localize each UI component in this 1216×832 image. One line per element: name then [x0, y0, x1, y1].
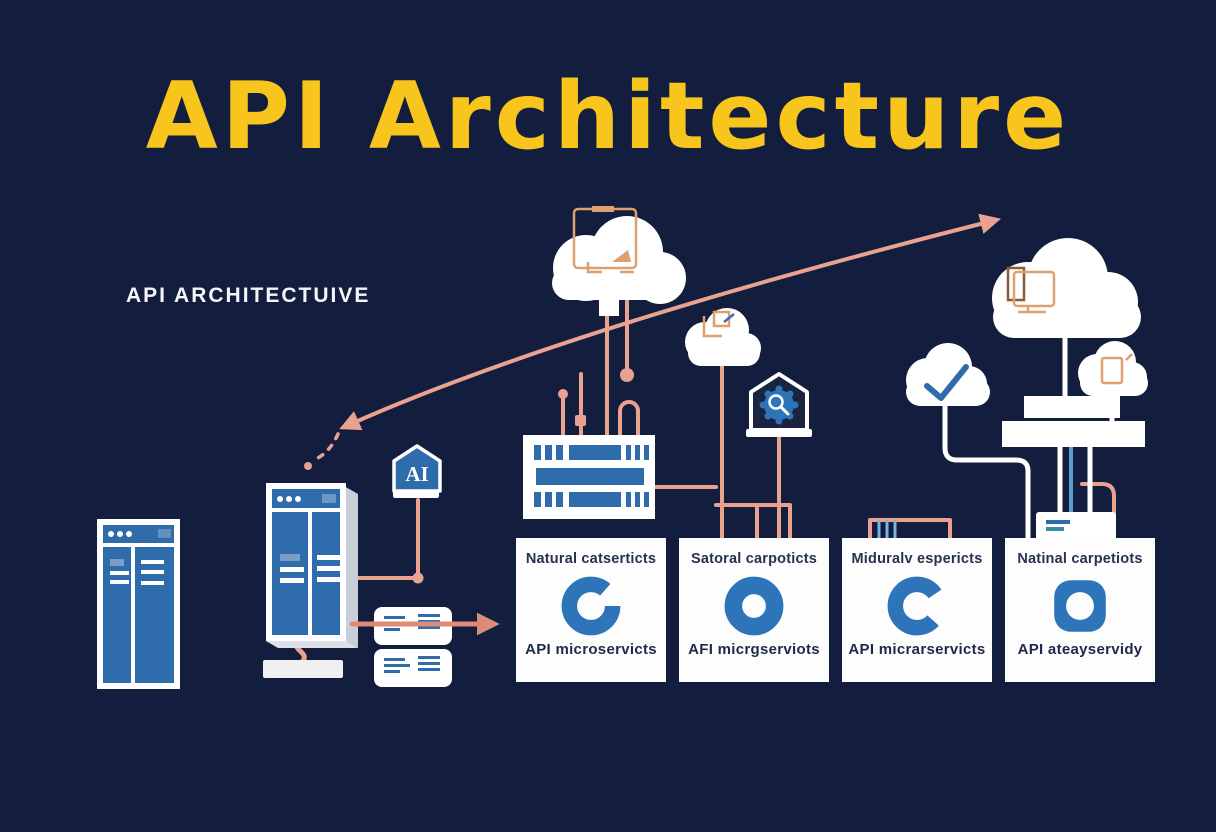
- white-connectors: [942, 323, 1115, 541]
- rounded-square-ring-icon: [1054, 580, 1106, 632]
- card-title: Miduralv espericts: [851, 551, 983, 567]
- donut-ring-icon: [724, 576, 784, 636]
- list-stack: [374, 607, 452, 687]
- page-title: API Architecture: [145, 62, 1071, 170]
- flow-dashed-curve: [314, 432, 340, 461]
- flow-dot: [304, 462, 312, 470]
- lightblue-connectors: [877, 520, 897, 538]
- monitor-icon: [1006, 266, 1056, 314]
- cloud-center: [552, 216, 686, 316]
- service-card-3: Miduralv espericts API micrarservicts: [842, 538, 992, 682]
- ai-badge: AI: [392, 444, 442, 498]
- tablet-icon: [572, 206, 638, 274]
- mini-list-card: [1036, 512, 1116, 544]
- platform-bars: [1002, 396, 1145, 447]
- card-caption: API ateayservidy: [1017, 641, 1143, 658]
- cloud-right-large: [992, 238, 1141, 338]
- flow-arrow-diagonal: [339, 213, 1002, 431]
- card-caption: API micrarservicts: [848, 641, 986, 658]
- cloud-small-center: [685, 308, 761, 366]
- card-title: Natural catserticts: [525, 551, 657, 567]
- cloud-right-small: [1078, 341, 1148, 396]
- ai-badge-label: AI: [405, 462, 428, 486]
- server-rack-middle: [523, 435, 655, 519]
- page-subtitle: API ARCHITECTUIVE: [126, 284, 371, 307]
- check-icon: [924, 364, 969, 401]
- card-title: Natinal carpetiots: [1017, 551, 1143, 567]
- server-tower-1: [97, 519, 180, 689]
- search-badge: [746, 372, 812, 437]
- donut-gap-top-right-icon: [561, 576, 621, 636]
- magnifier-icon: [768, 394, 784, 410]
- service-card-2: Satoral carpoticts AFI micrgserviots: [679, 538, 829, 682]
- document-icon: [1100, 353, 1133, 385]
- card-title: Satoral carpoticts: [690, 551, 818, 567]
- donut-gap-right-icon: [887, 576, 947, 636]
- card-caption: API microservicts: [525, 641, 657, 658]
- device-icon-small-cloud: [702, 310, 735, 338]
- service-card-1: Natural catserticts API microservicts: [516, 538, 666, 682]
- server-base-bar: [263, 660, 343, 678]
- cloud-check: [906, 343, 990, 406]
- server-tower-2: [263, 483, 358, 678]
- salmon-connectors: [293, 213, 1116, 666]
- service-card-4: Natinal carpetiots API ateayservidy: [1005, 538, 1155, 682]
- card-caption: AFI micrgserviots: [688, 641, 820, 658]
